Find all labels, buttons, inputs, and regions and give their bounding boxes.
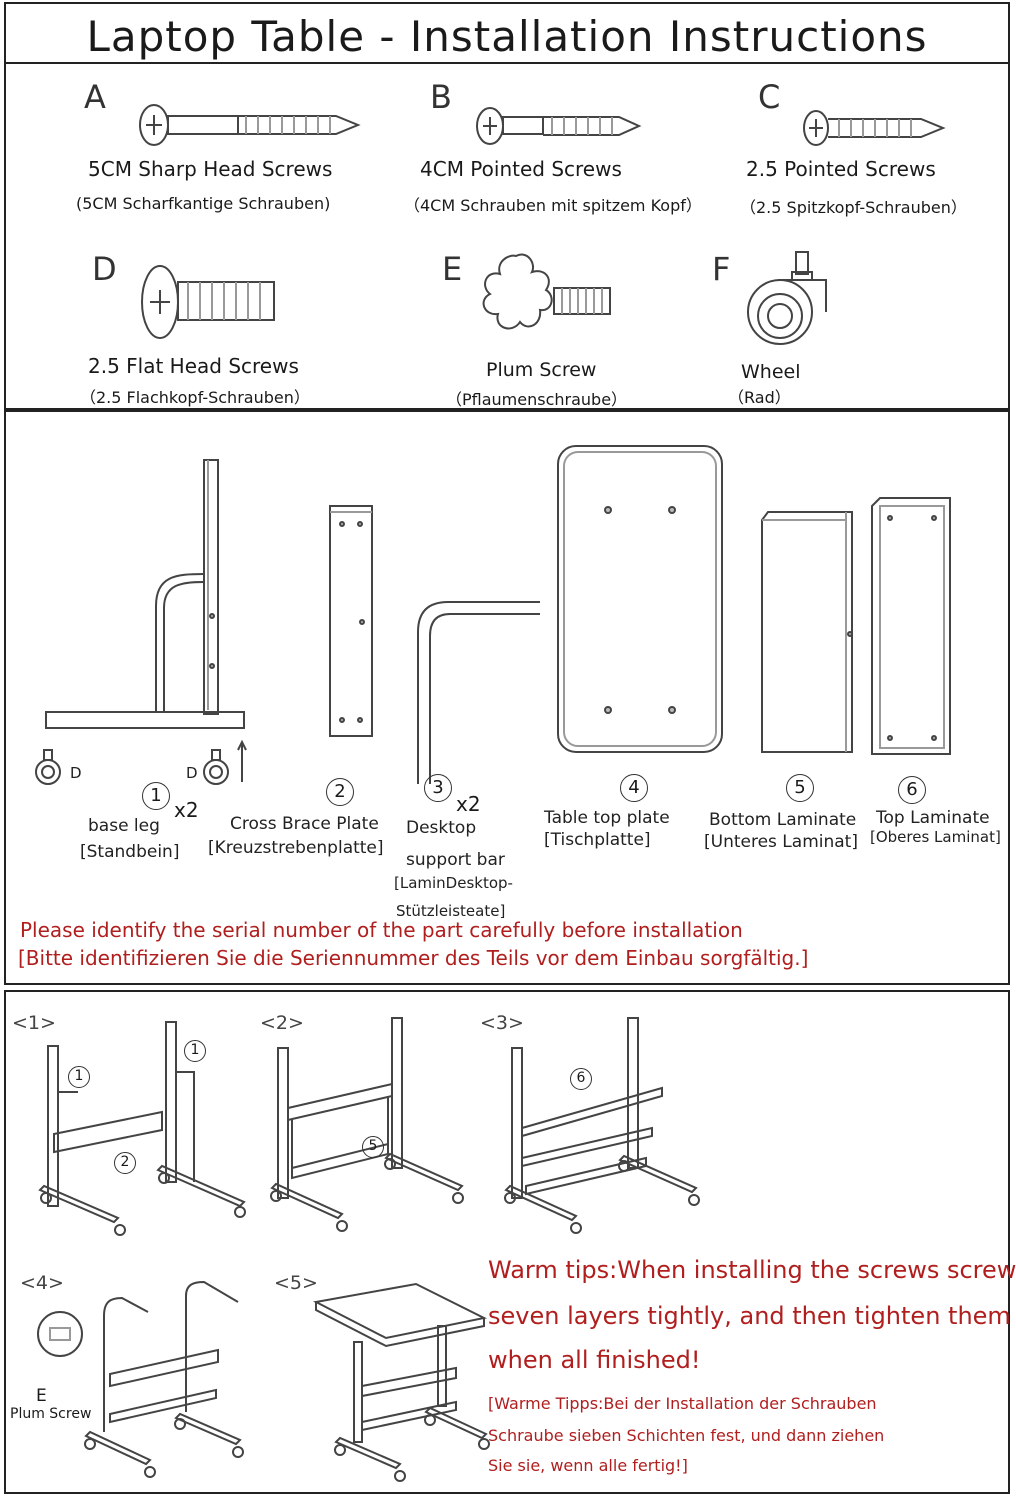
part-1-multiplier: x2 [174,798,199,822]
hardware-letter-c: C [758,78,781,116]
base-leg-drawing [45,459,245,729]
cross-brace-drawing [329,505,373,737]
wheel-marker-d-left: D [70,764,82,782]
step-3-callout-6: 6 [570,1068,592,1090]
tip-german-1: [Warme Tipps:Bei der Installation der Sc… [488,1394,877,1413]
part-number-6: 6 [898,776,926,804]
part-2-label: Cross Brace Plate [230,814,379,834]
hardware-name-e: Plum Screw [486,359,597,381]
hardware-name-d: 2.5 Flat Head Screws [88,354,299,378]
flat-head-screw-icon [141,265,275,339]
base-leg-wheels [35,739,247,785]
part-3-label-2: support bar [406,850,505,870]
part-number-5: 5 [786,774,814,802]
part-number-3: 3 [424,774,452,802]
part-number-2: 2 [326,778,354,806]
wheel-marker-d-right: D [186,764,198,782]
step-1-drawing [38,1021,246,1236]
tip-line-3: when all finished! [488,1346,701,1374]
steps-section: <1> 1 1 2 <2> 5 <3> 6 [4,990,1016,1494]
part-3-label: Desktop [406,818,477,838]
step-4-tag: <4> [20,1272,64,1294]
step-2-drawing [270,1017,464,1232]
hardware-name-f: Wheel [741,361,801,383]
hardware-letter-a: A [84,78,106,116]
hardware-sub-b: （4CM Schrauben mit spitzem Kopf） [404,196,702,215]
hardware-sub-c: （2.5 Spitzkopf-Schrauben） [740,198,967,217]
step-3-drawing [504,1017,700,1234]
parts-section: D D 1 x2 base leg [Standbein] 2 Cross Br… [4,410,1010,985]
step-4-plum-screw-label: Plum Screw [10,1406,92,1422]
notice-german: [Bitte identifizieren Sie die Seriennumm… [18,946,809,970]
hardware-sub-d: （2.5 Flachkopf-Schrauben） [80,388,310,407]
medium-screw-icon [476,107,642,145]
title-box: Laptop Table - Installation Instructions [4,2,1010,64]
step-3-tag: <3> [480,1012,524,1034]
page-title: Laptop Table - Installation Instructions [86,12,928,61]
hardware-letter-e: E [442,250,463,288]
part-2-sub: [Kreuzstrebenplatte] [208,838,384,858]
step-1-tag: <1> [12,1012,56,1034]
part-1-label: base leg [88,816,160,836]
hardware-sub-e: （Pflaumenschraube） [446,390,628,409]
tip-line-1: Warm tips:When installing the screws scr… [488,1256,1016,1284]
hardware-name-b: 4CM Pointed Screws [420,157,622,181]
bottom-laminate-drawing [761,511,853,753]
step-1-callout-2: 2 [114,1152,136,1174]
hardware-sub-a: (5CM Scharfkantige Schrauben) [76,194,331,213]
notice-english: Please identify the serial number of the… [20,918,743,942]
step-1-callout-1b: 1 [184,1040,206,1062]
part-4-label: Table top plate [544,808,670,828]
part-3-multiplier: x2 [456,792,481,816]
support-bar-drawing [417,601,540,784]
plum-screw-icon [482,253,611,330]
part-6-sub: [Oberes Laminat] [870,828,1001,846]
part-5-label: Bottom Laminate [709,810,857,830]
hardware-section: A 5CM Sharp Head Screws (5CM Scharfkanti… [4,64,1010,410]
part-5-sub: [Unteres Laminat] [704,832,858,852]
hardware-letter-b: B [430,78,452,116]
wheel-icon [747,251,827,345]
tip-line-2: seven layers tightly, and then tighten t… [488,1302,1011,1330]
hardware-letter-f: F [712,250,731,288]
part-number-4: 4 [620,774,648,802]
hardware-name-a: 5CM Sharp Head Screws [88,157,333,181]
top-laminate-drawing [871,497,951,755]
tip-german-3: Sie sie, wenn alle fertig!] [488,1456,688,1475]
step-4-letter-e: E [36,1386,47,1406]
step-4-drawing [37,1280,244,1478]
long-screw-icon [139,104,361,146]
part-6-label: Top Laminate [876,808,990,828]
tip-german-2: Schraube sieben Schichten fest, und dann… [488,1426,885,1445]
step-5-tag: <5> [274,1272,318,1294]
step-5-drawing [312,1282,490,1482]
table-top-drawing [557,445,723,753]
step-1-callout-1a: 1 [68,1066,90,1088]
step-2-tag: <2> [260,1012,304,1034]
hardware-letter-d: D [92,250,117,288]
hardware-sub-f: （Rad） [728,388,791,407]
part-number-1: 1 [142,782,170,810]
step-2-callout-5: 5 [362,1136,384,1158]
part-3-sub-2: Stützleisteate] [396,902,506,920]
part-4-sub: [Tischplatte] [544,830,651,850]
part-1-sub: [Standbein] [80,842,180,862]
short-screw-icon [803,110,946,146]
part-3-sub: [LaminDesktop- [394,874,513,892]
hardware-name-c: 2.5 Pointed Screws [746,157,936,181]
